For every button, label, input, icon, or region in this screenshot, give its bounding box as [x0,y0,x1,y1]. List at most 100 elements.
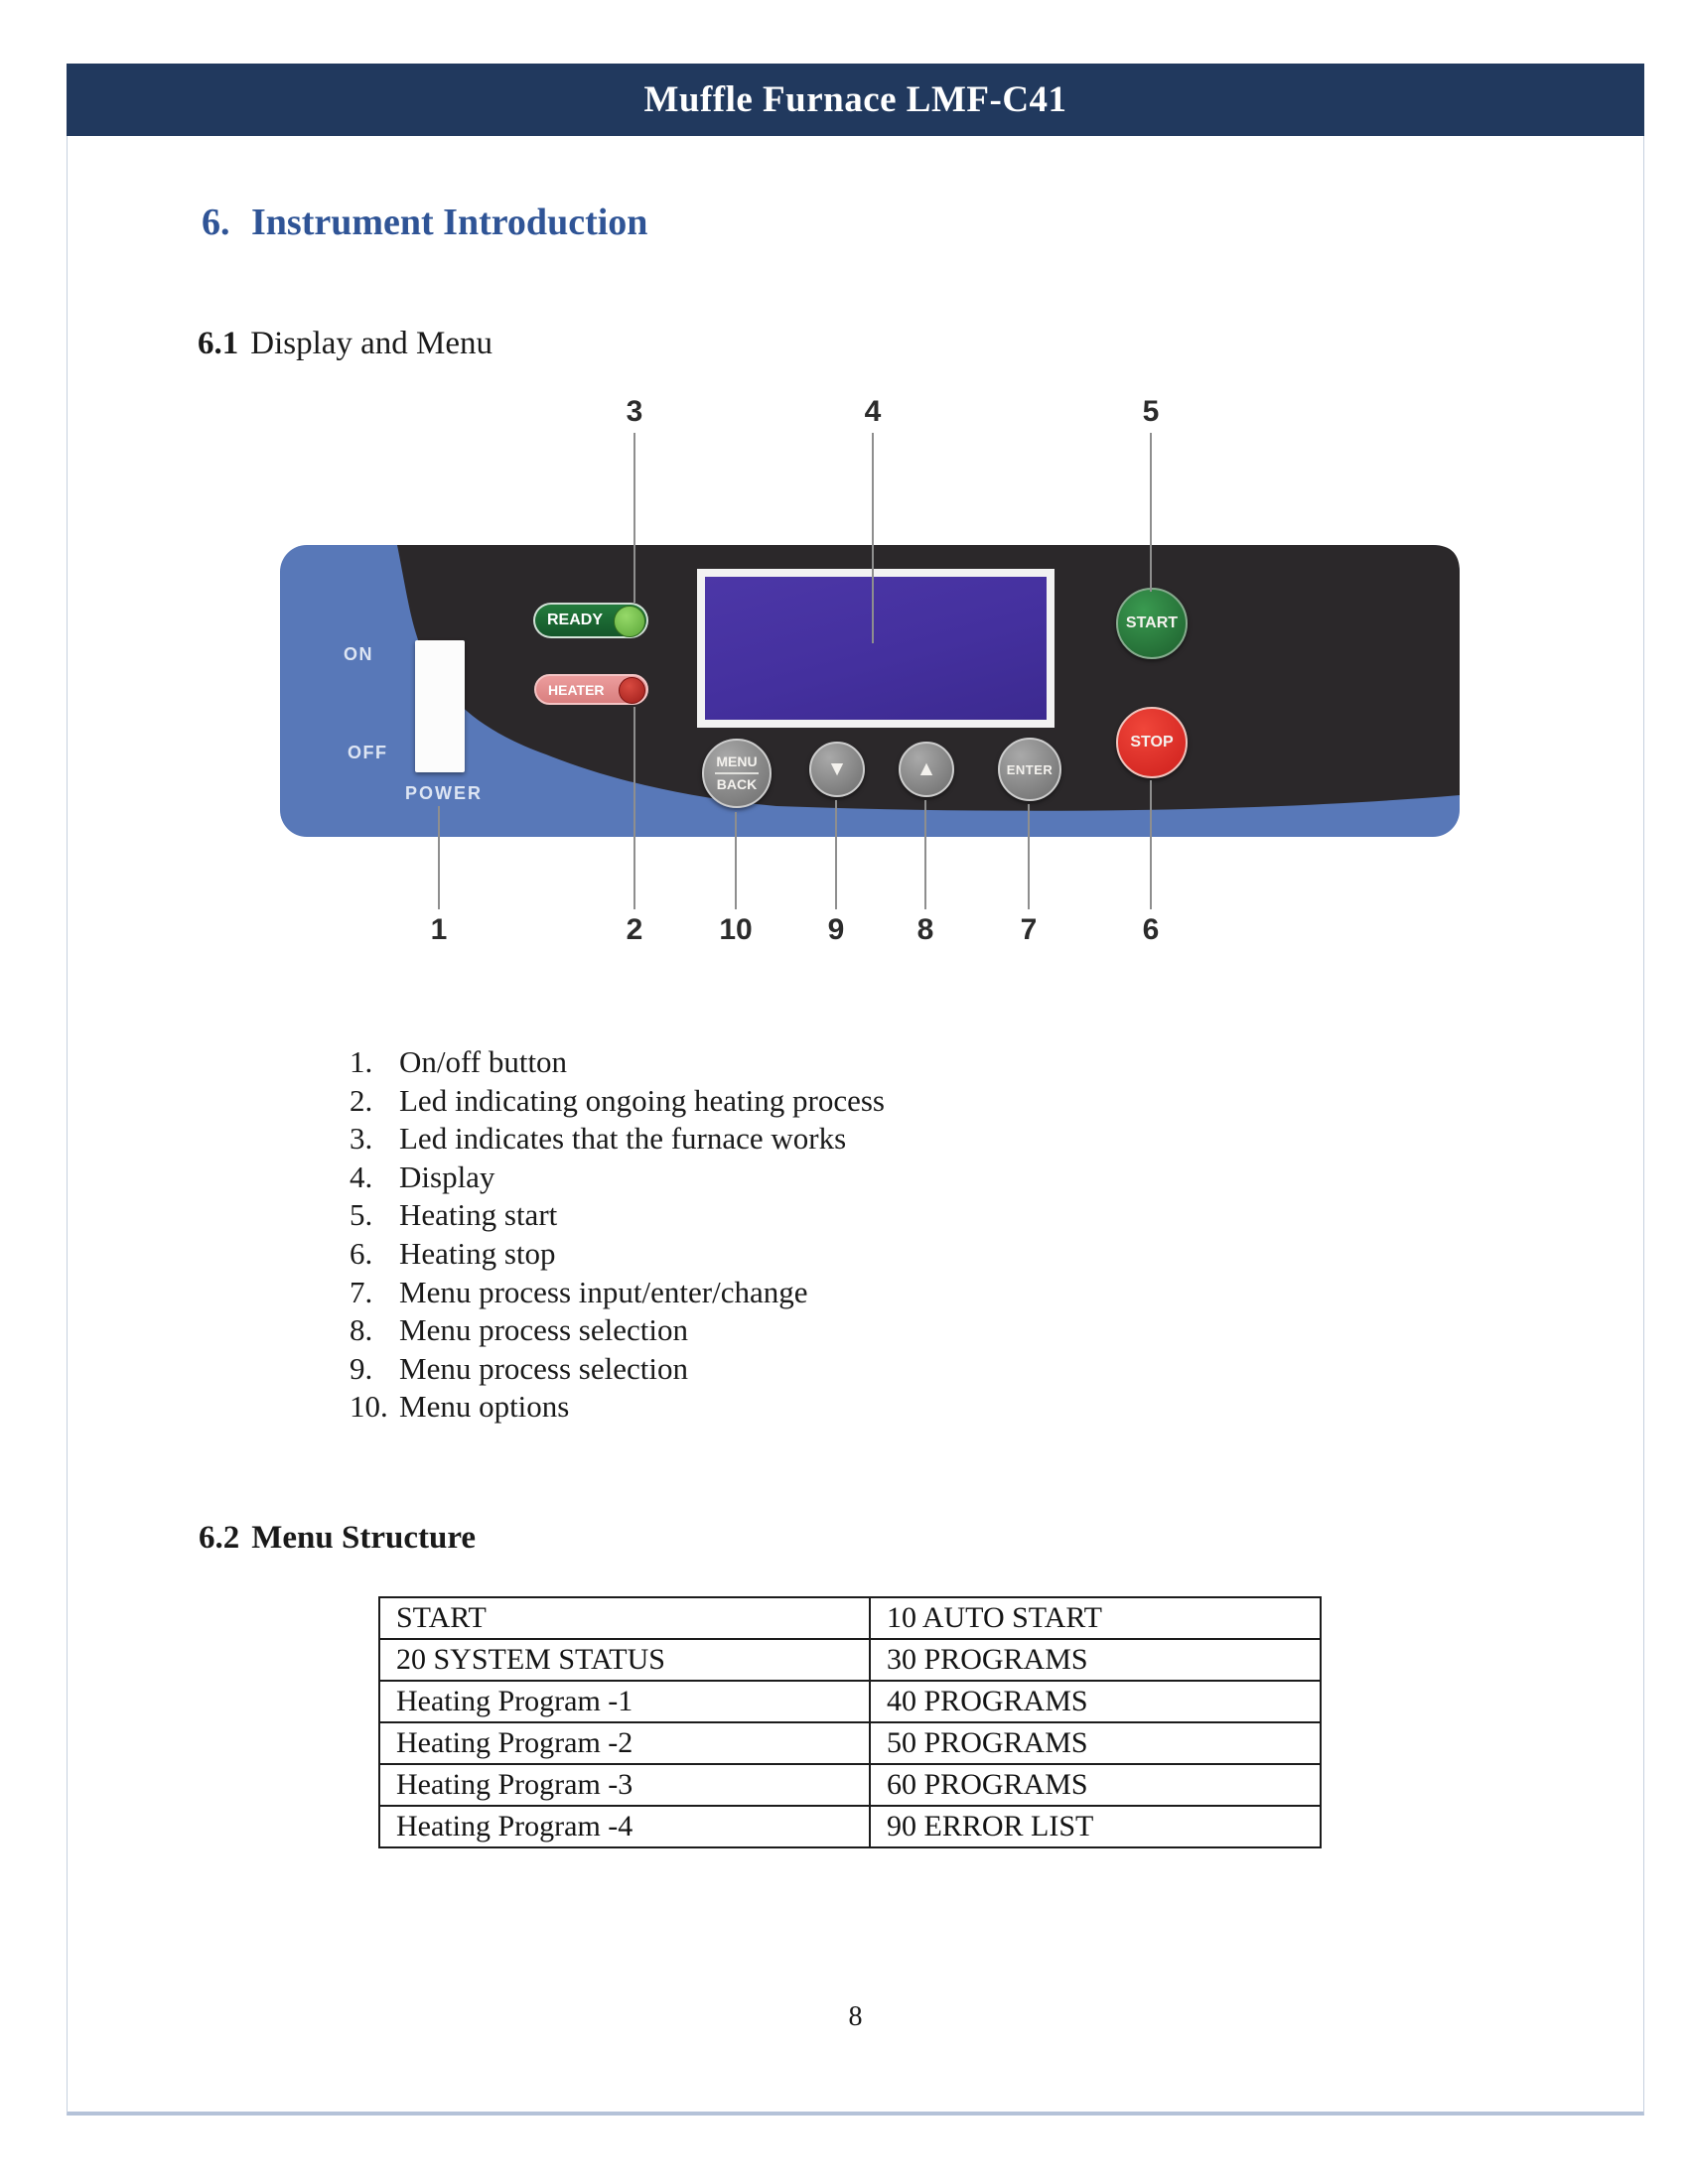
heater-label: HEATER [548,681,605,698]
subsection-heading-display-menu: 6.1 Display and Menu [198,326,492,362]
legend-item: 3. Led indicates that the furnace works [350,1120,885,1159]
power-label: POWER [405,783,484,803]
legend-item: 6. Heating stop [350,1235,885,1274]
document-header-bar: Muffle Furnace LMF-C41 [67,64,1644,136]
ready-label: READY [547,612,604,628]
legend-item-text: Led indicates that the furnace works [399,1121,847,1157]
heater-indicator: HEATER [534,674,648,705]
subsection-heading-menu-structure: 6.2 Menu Structure [199,1520,476,1557]
stop-label: STOP [1130,734,1174,751]
callout-line-4 [872,433,874,643]
legend-item-number: 6. [350,1235,373,1271]
callout-line-5 [1150,433,1152,592]
table-row: Heating Program -3 60 PROGRAMS [378,1763,1322,1807]
table-row: Heating Program -4 90 ERROR LIST [378,1805,1322,1848]
subsection-title: Menu Structure [251,1520,477,1556]
enter-button: ENTER [998,738,1061,801]
lcd-screen [705,577,1047,720]
legend-item-number: 3. [350,1121,373,1157]
legend-item-text: Heating stop [399,1235,556,1271]
callout-number-1: 1 [430,913,448,946]
table-cell: Heating Program -4 [378,1805,871,1848]
arrow-down-icon: ▼ [826,757,848,780]
ready-indicator: READY [533,603,648,638]
table-row: START 10 AUTO START [378,1596,1322,1640]
menu-structure-table: START 10 AUTO START 20 SYSTEM STATUS 30 … [378,1596,1322,1848]
table-cell: 20 SYSTEM STATUS [378,1638,871,1682]
legend-item-text: On/off button [399,1044,568,1079]
stop-button: STOP [1116,707,1188,778]
callout-number-6: 6 [1142,913,1160,946]
table-cell: 30 PROGRAMS [869,1638,1322,1682]
legend-item-number: 4. [350,1159,373,1194]
callout-number-5: 5 [1142,395,1160,428]
subsection-title: Display and Menu [250,326,493,361]
legend-item-text: Menu process selection [399,1350,688,1386]
table-cell: 40 PROGRAMS [869,1680,1322,1723]
legend-item: 1. On/off button [350,1043,885,1082]
legend-item: 8. Menu process selection [350,1311,885,1350]
callout-number-7: 7 [1020,913,1038,946]
table-row: Heating Program -2 50 PROGRAMS [378,1721,1322,1765]
legend-item-text: Menu process selection [399,1312,688,1348]
callout-line-2 [633,707,635,909]
legend-item-text: Heating start [399,1197,558,1233]
legend-item: 4. Display [350,1159,885,1197]
callout-number-4: 4 [864,395,882,428]
enter-label: ENTER [1006,761,1054,777]
start-label: START [1125,614,1179,631]
legend-item: 9.Menu process selection [350,1350,885,1389]
table-cell: 10 AUTO START [869,1596,1322,1640]
table-cell: Heating Program -2 [378,1721,871,1765]
section-number: 6. [202,202,230,243]
table-cell: Heating Program -3 [378,1763,871,1807]
arrow-up-icon: ▲ [915,757,937,780]
document-title: Muffle Furnace LMF-C41 [643,79,1067,120]
callout-line-9 [835,800,837,909]
page-number: 8 [848,2001,863,2032]
callout-line-1 [438,806,440,909]
table-row: Heating Program -1 40 PROGRAMS [378,1680,1322,1723]
menu-back-divider [715,772,759,774]
table-cell: Heating Program -1 [378,1680,871,1723]
legend-item-text: Menu process input/enter/change [399,1274,808,1309]
subsection-number: 6.1 [198,326,239,361]
callout-line-6 [1150,780,1152,909]
callout-number-9: 9 [827,913,845,946]
menu-back-button: MENU BACK [702,739,772,808]
table-row: 20 SYSTEM STATUS 30 PROGRAMS [378,1638,1322,1682]
legend-item: 7. Menu process input/enter/change [350,1274,885,1312]
callout-line-3 [633,433,635,603]
legend-item-number: 5. [350,1197,373,1233]
table-cell: 50 PROGRAMS [869,1721,1322,1765]
legend-item: 5. Heating start [350,1196,885,1235]
legend-item: 2.Led indicating ongoing heating process [350,1082,885,1121]
start-button: START [1116,588,1188,659]
section-heading: 6. Instrument Introduction [202,201,647,244]
legend-item-number: 1. [350,1044,373,1079]
legend-item-number: 7. [350,1274,373,1309]
arrow-down-button: ▼ [809,742,865,797]
heater-led-icon [619,677,645,704]
control-panel-figure: ON OFF POWER READY HEATER MENU BACK ▼ ▲ … [280,545,1460,837]
legend-item-text: Display [399,1159,495,1194]
callout-line-10 [735,812,737,909]
legend-item-number: 2. [350,1082,373,1118]
legend-item-number: 10. [350,1389,388,1425]
table-cell: 90 ERROR LIST [869,1805,1322,1848]
subsection-number: 6.2 [199,1520,240,1556]
lcd-display [697,569,1055,728]
legend-item-text: Menu options [399,1389,570,1425]
ready-led-icon [614,606,645,637]
arrow-up-button: ▲ [899,742,954,797]
back-label: BACK [716,776,758,792]
legend-item-number: 8. [350,1312,373,1348]
section-title: Instrument Introduction [251,202,648,243]
callout-number-8: 8 [916,913,934,946]
table-cell: START [378,1596,871,1640]
callout-line-7 [1028,804,1030,909]
table-cell: 60 PROGRAMS [869,1763,1322,1807]
callout-number-3: 3 [626,395,643,428]
legend-list: 1. On/off button 2.Led indicating ongoing… [350,1043,885,1427]
